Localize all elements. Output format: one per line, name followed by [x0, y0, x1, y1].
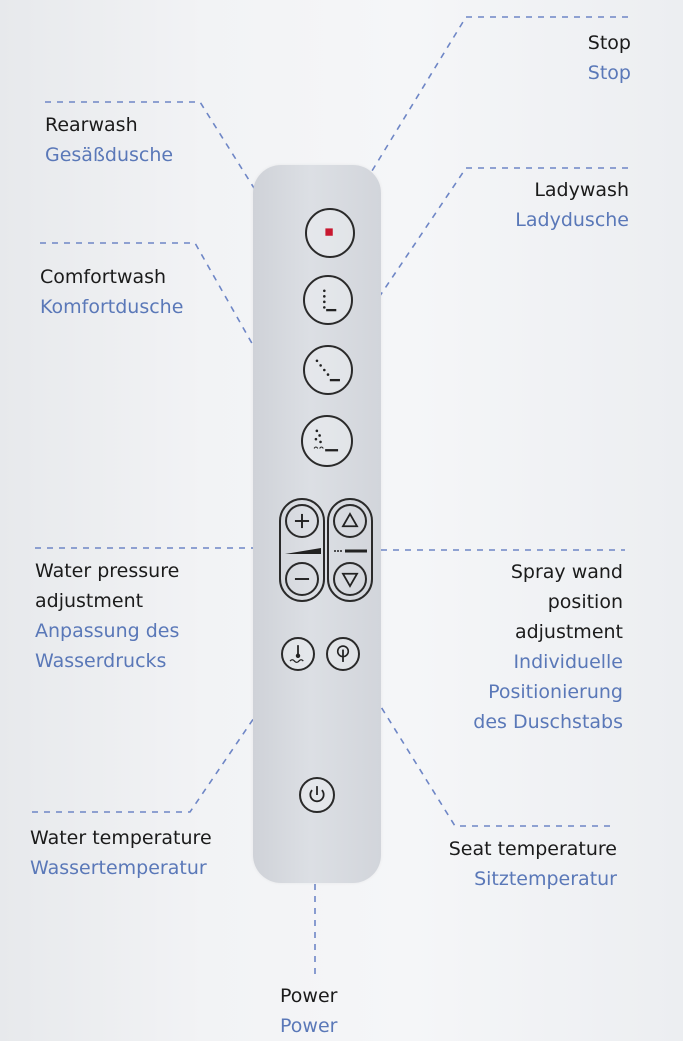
leader-line-stop: [341, 16, 628, 221]
ladywash-label-en: Ladywash: [534, 179, 629, 201]
spray-wand-label-en-2: position: [547, 591, 623, 613]
spray-wand-label-de-3: des Duschstabs: [473, 711, 623, 733]
water-pressure-control: [279, 498, 325, 602]
seat-temperature-label-de: Sitztemperatur: [474, 868, 617, 890]
seat-temperature-label-en: Seat temperature: [448, 838, 617, 860]
spray-wand-label-de-1: Individuelle: [513, 651, 623, 673]
water-pressure-label: Water pressure adjustment Anpassung des …: [35, 556, 179, 676]
spray-position-control: [327, 498, 373, 602]
rearwash-label: Rearwash Gesäßdusche: [45, 110, 173, 170]
rearwash-icon: [323, 289, 337, 312]
leader-line-seat-temperature: [354, 664, 610, 827]
power-label-en: Power: [280, 985, 338, 1007]
water-temperature-icon: [289, 645, 304, 663]
water-pressure-label-de-2: Wasserdrucks: [35, 650, 167, 672]
power-button[interactable]: [299, 777, 335, 813]
leader-line-comfortwash: [40, 242, 301, 429]
water-pressure-label-en-1: Water pressure: [35, 560, 180, 582]
spray-wand-label: Spray wand position adjustment Individue…: [473, 557, 623, 737]
ladywash-label: Ladywash Ladydusche: [515, 175, 629, 235]
stop-label-en: Stop: [587, 32, 631, 54]
water-temperature-button[interactable]: [281, 637, 315, 671]
seat-temperature-icon: [336, 645, 350, 662]
comfortwash-icon: [313, 429, 339, 452]
pressure-level-icon: [285, 548, 321, 554]
triangle-down-icon: [341, 572, 359, 588]
ladywash-button[interactable]: [303, 345, 353, 395]
stop-label-de: Stop: [587, 62, 631, 84]
rearwash-label-de: Gesäßdusche: [45, 144, 174, 166]
comfortwash-button[interactable]: [301, 415, 353, 467]
comfortwash-label: Comfortwash Komfortdusche: [40, 262, 183, 322]
seat-temperature-label: Seat temperature Sitztemperatur: [449, 834, 617, 894]
power-icon: [309, 786, 325, 803]
power-label-de: Power: [280, 1015, 338, 1037]
rearwash-button[interactable]: [303, 275, 353, 325]
plus-icon: [294, 513, 310, 529]
pressure-up-button[interactable]: [285, 504, 319, 538]
water-temperature-label-en: Water temperature: [30, 827, 212, 849]
comfortwash-label-en: Comfortwash: [40, 266, 167, 288]
spray-wand-label-en-1: Spray wand: [510, 561, 623, 583]
water-pressure-label-de-1: Anpassung des: [35, 620, 180, 642]
water-temperature-label-de: Wassertemperatur: [30, 857, 207, 879]
rearwash-label-en: Rearwash: [45, 114, 138, 136]
ladywash-label-de: Ladydusche: [515, 209, 629, 231]
stop-square-icon: [325, 228, 333, 236]
spray-wand-label-en-3: adjustment: [514, 621, 623, 643]
position-down-button[interactable]: [333, 562, 367, 596]
pressure-down-button[interactable]: [285, 562, 319, 596]
ladywash-icon: [315, 359, 340, 382]
water-temperature-label: Water temperature Wassertemperatur: [30, 823, 212, 883]
power-label: Power Power: [280, 981, 337, 1041]
spray-wand-label-de-2: Positionierung: [488, 681, 623, 703]
remote-control-panel: [253, 165, 381, 883]
leader-line-water-temperature: [32, 664, 291, 813]
triangle-up-icon: [341, 512, 359, 528]
stop-label: Stop Stop: [588, 28, 631, 88]
wand-position-icon: [334, 549, 367, 553]
seat-temperature-button[interactable]: [326, 637, 360, 671]
stop-button[interactable]: [305, 208, 355, 258]
position-up-button[interactable]: [333, 504, 367, 538]
minus-icon: [294, 578, 310, 580]
comfortwash-label-de: Komfortdusche: [40, 296, 184, 318]
water-pressure-label-en-2: adjustment: [35, 590, 144, 612]
